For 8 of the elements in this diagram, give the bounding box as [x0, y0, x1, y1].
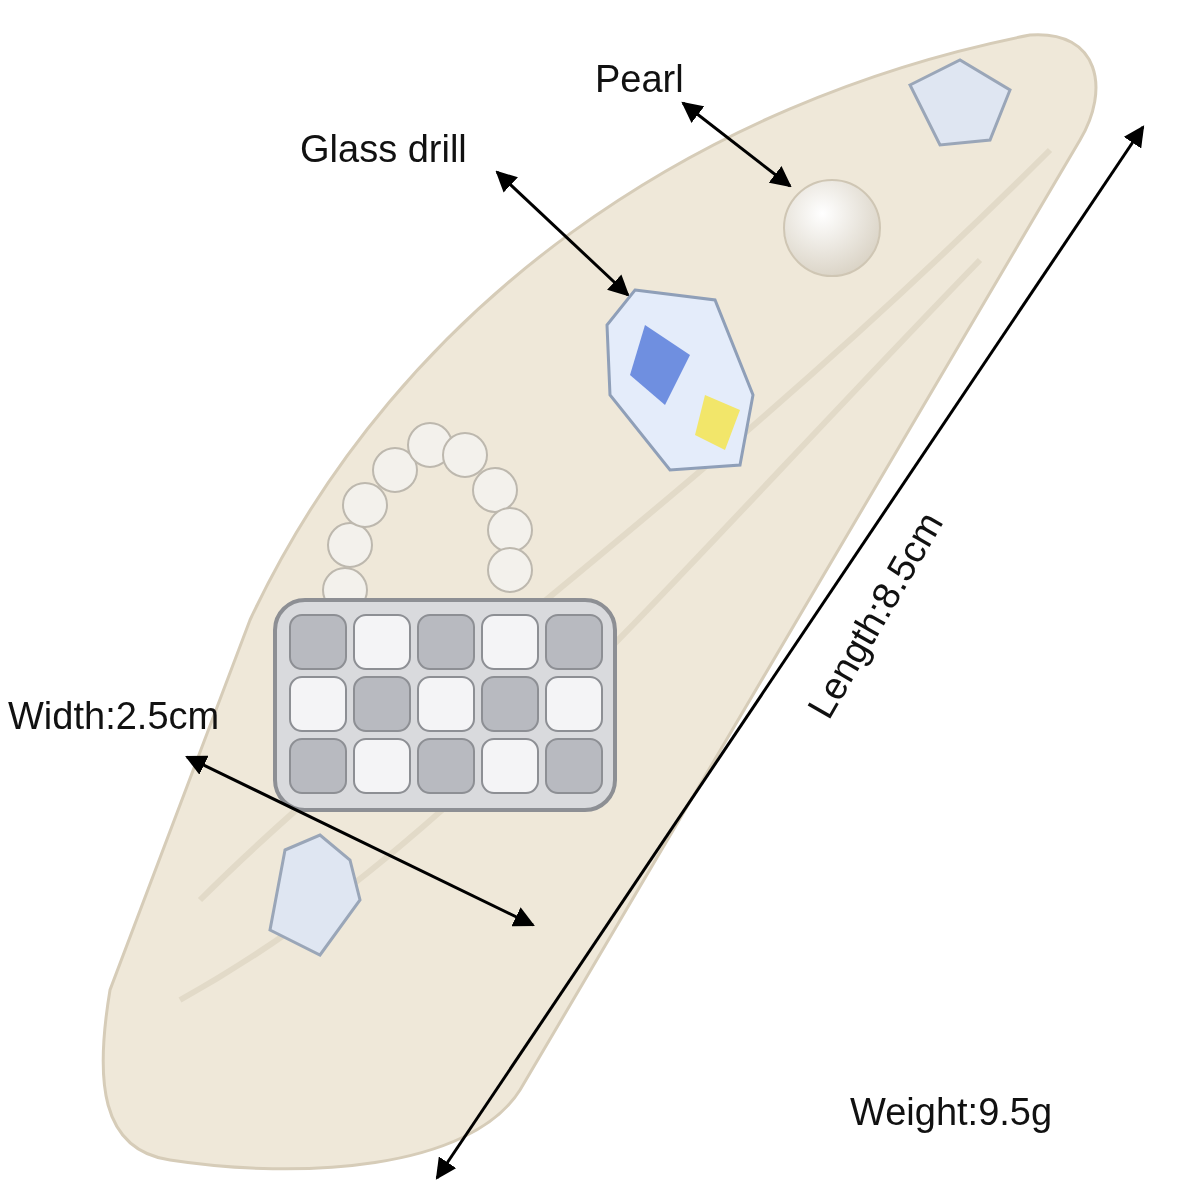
leader-line [681, 101, 792, 188]
pearl [782, 178, 882, 278]
leader-line [495, 170, 630, 297]
weight-label: Weight:9.5g [850, 1093, 1053, 1131]
crystal-gem [605, 285, 755, 475]
callout-text: Glass drill [300, 130, 467, 168]
callout-text: Pearl [595, 60, 684, 98]
dimension-label: Width:2.5cm [8, 697, 220, 735]
